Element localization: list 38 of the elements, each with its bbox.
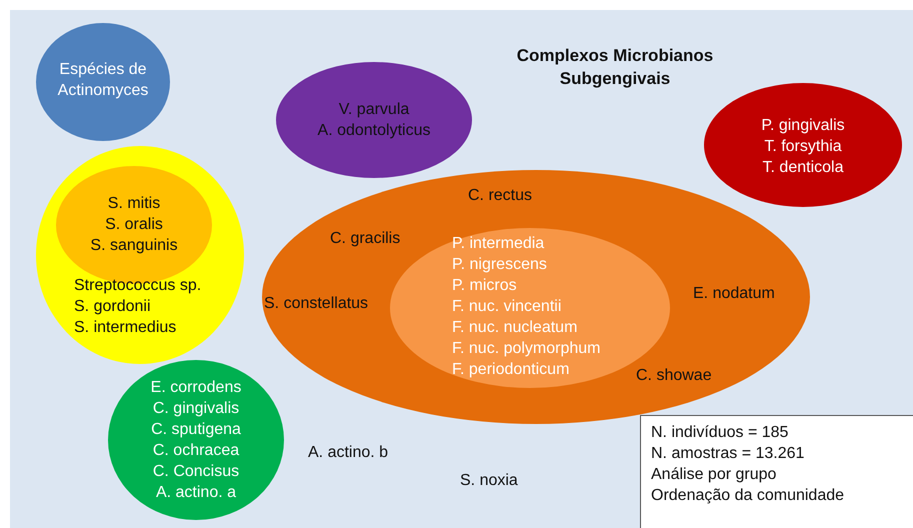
species-name: S. intermedius bbox=[74, 318, 176, 338]
species-name: A. actino. b bbox=[308, 443, 388, 463]
species-name: C. gingivalis bbox=[152, 399, 240, 419]
info-text: Ordenação da comunidade bbox=[651, 486, 844, 506]
species-name: T. denticola bbox=[762, 158, 844, 178]
species-name: E. nodatum bbox=[693, 284, 775, 304]
group-name: Espécies de Actinomyces bbox=[56, 60, 150, 101]
species-name: F. nuc. nucleatum bbox=[452, 318, 578, 338]
species-name: V. parvula bbox=[338, 100, 410, 120]
species-name: S. constellatus bbox=[264, 294, 368, 314]
diagram-title: Complexos Microbianos Subgengivais bbox=[516, 45, 714, 90]
species-name: A. actino. a bbox=[156, 483, 236, 503]
species-name: C. showae bbox=[636, 366, 712, 386]
species-name: P. intermedia bbox=[452, 234, 544, 254]
info-text: Análise por grupo bbox=[651, 465, 776, 485]
species-name: C. sputigena bbox=[151, 420, 241, 440]
species-name: F. nuc. polymorphum bbox=[452, 339, 601, 359]
species-name: C. ochracea bbox=[152, 441, 240, 461]
species-name: P. gingivalis bbox=[761, 116, 845, 136]
info-panel bbox=[640, 415, 913, 528]
species-name: S. mitis bbox=[108, 194, 160, 214]
species-name: P. nigrescens bbox=[452, 255, 547, 275]
species-name: F. nuc. vincentii bbox=[452, 297, 562, 317]
species-name: S. sanguinis bbox=[90, 236, 178, 256]
species-name: T. forsythia bbox=[764, 137, 842, 157]
species-name: S. noxia bbox=[460, 471, 518, 491]
species-name: F. periodonticum bbox=[452, 360, 570, 380]
species-name: Streptococcus sp. bbox=[74, 276, 202, 296]
species-name: A. odontolyticus bbox=[318, 121, 430, 141]
species-name: E. corrodens bbox=[150, 378, 242, 398]
species-name: P. micros bbox=[452, 276, 517, 296]
info-text: N. indivíduos = 185 bbox=[651, 423, 788, 443]
info-text: N. amostras = 13.261 bbox=[651, 444, 804, 464]
species-name: C. Concisus bbox=[152, 462, 240, 482]
species-name: S. oralis bbox=[105, 215, 163, 235]
species-name: C. gracilis bbox=[330, 229, 400, 249]
species-name: C. rectus bbox=[468, 186, 532, 206]
species-name: S. gordonii bbox=[74, 297, 150, 317]
